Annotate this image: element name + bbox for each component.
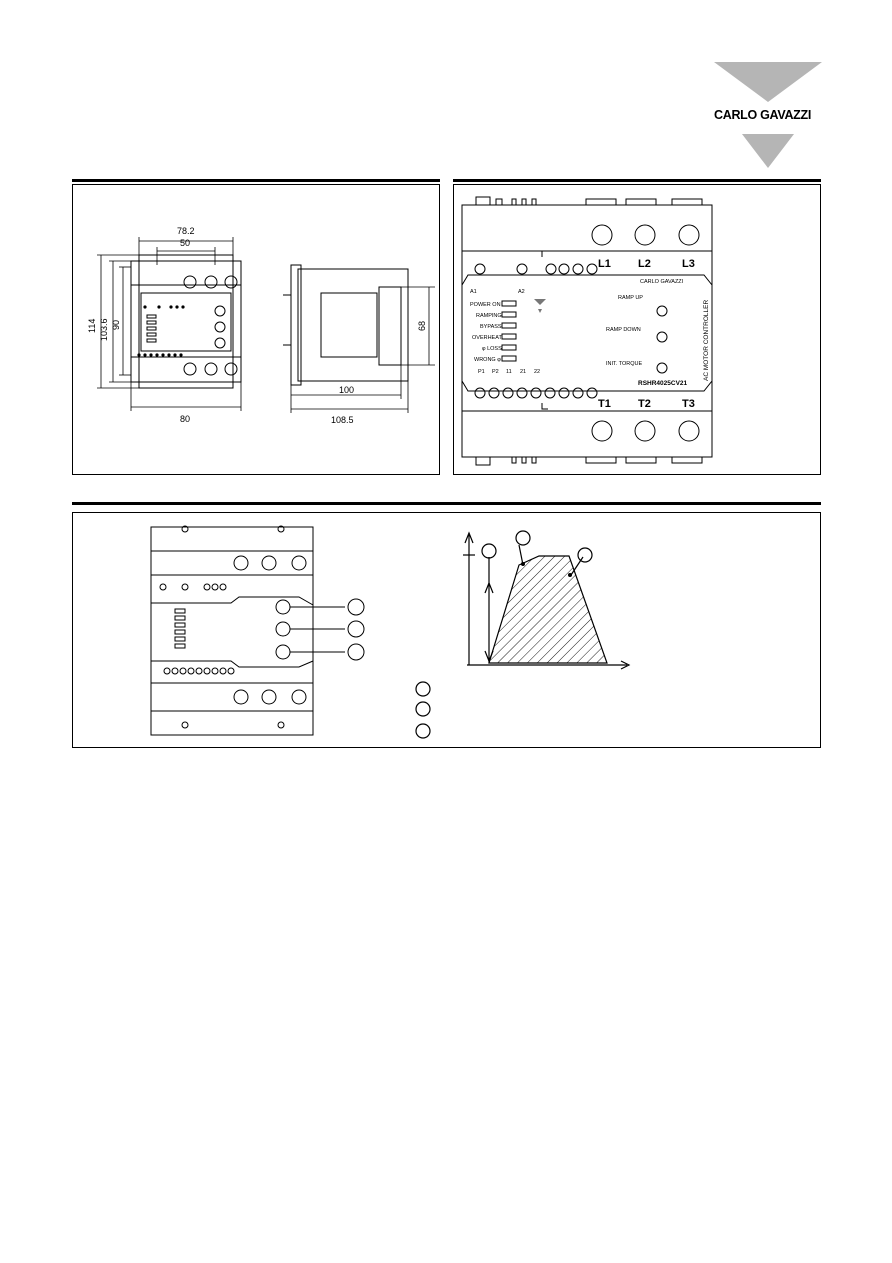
bottom-terminal-11: 11 bbox=[506, 369, 512, 375]
device-brand-label: CARLO GAVAZZI bbox=[640, 279, 684, 285]
dimensions-panel: 78.2 50 80 100 108.5 114 103.6 90 68 bbox=[72, 184, 440, 475]
section-bar-bottom bbox=[72, 502, 821, 505]
led-power-on: POWER ON bbox=[470, 302, 501, 308]
terminal-label-t1: T1 bbox=[598, 398, 611, 410]
brand-name: CARLO GAVAZZI bbox=[714, 108, 812, 122]
terminal-label-l2: L2 bbox=[638, 258, 651, 270]
led-ramping: RAMPING bbox=[476, 313, 502, 319]
dim-68: 68 bbox=[417, 321, 427, 331]
model-number: RSHR4025CV21 bbox=[638, 380, 688, 387]
terminal-label-t2: T2 bbox=[638, 398, 651, 410]
led-bypass: BYPASS bbox=[480, 324, 502, 330]
bottom-terminal-22: 22 bbox=[534, 369, 540, 375]
dim-103-6: 103.6 bbox=[99, 318, 109, 341]
dim-114: 114 bbox=[87, 319, 97, 333]
dimension-drawing: 78.2 50 80 100 108.5 114 103.6 90 68 bbox=[87, 226, 435, 425]
dim-100: 100 bbox=[339, 385, 354, 395]
led-overheat: OVERHEAT bbox=[472, 335, 502, 341]
side-label: AC MOTOR CONTROLLER bbox=[703, 300, 710, 381]
terminal-label-t3: T3 bbox=[682, 398, 695, 410]
device-front-panel: L1 L2 L3 T1 T2 T3 A1 A2 POWER ON RAMPING… bbox=[453, 184, 821, 475]
adjustment-panel bbox=[72, 512, 821, 748]
bottom-terminal-p2: P2 bbox=[492, 369, 499, 375]
adjustment-drawing bbox=[150, 525, 631, 739]
led-header-a1: A1 bbox=[470, 289, 477, 295]
dim-78-2: 78.2 bbox=[177, 226, 195, 236]
dim-90: 90 bbox=[111, 320, 121, 330]
device-front-drawing: L1 L2 L3 T1 T2 T3 A1 A2 POWER ON RAMPING… bbox=[461, 196, 713, 466]
terminal-label-l3: L3 bbox=[682, 258, 695, 270]
dim-50: 50 bbox=[180, 238, 190, 248]
led-wrong-phase: WRONG φ bbox=[474, 357, 501, 363]
bottom-terminal-21: 21 bbox=[520, 369, 526, 375]
terminal-label-l1: L1 bbox=[598, 258, 611, 270]
led-phase-loss: φ LOSS bbox=[482, 346, 502, 352]
section-bar-left bbox=[72, 179, 440, 182]
bottom-terminal-p1: P1 bbox=[478, 369, 485, 375]
pot-label-ramp-up: RAMP UP bbox=[618, 295, 643, 301]
pot-label-init-torque: INIT. TORQUE bbox=[606, 361, 642, 367]
led-header-a2: A2 bbox=[518, 289, 525, 295]
dim-80: 80 bbox=[180, 414, 190, 424]
dim-108-5: 108.5 bbox=[331, 415, 354, 425]
pot-label-ramp-down: RAMP DOWN bbox=[606, 327, 641, 333]
carlo-gavazzi-logo: CARLO GAVAZZI bbox=[712, 62, 824, 170]
section-bar-right bbox=[453, 179, 821, 182]
